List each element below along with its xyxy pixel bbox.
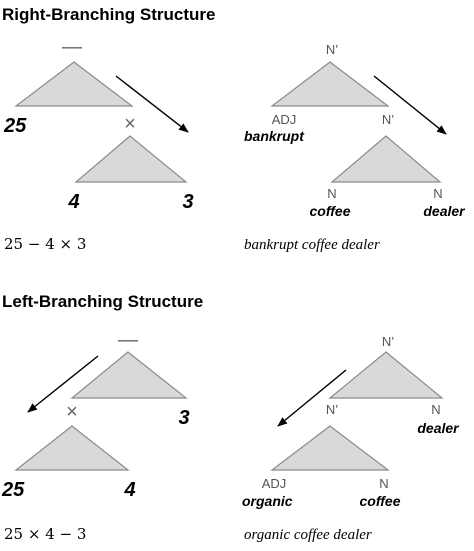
right-lang-arrow [373, 75, 447, 135]
right-math-caption: 25 − 4 × 3 [4, 235, 86, 253]
left-math-arrow [27, 355, 99, 413]
right-math-leaf-4: 4 [67, 191, 79, 213]
right-lang-n1-cat: N [327, 186, 336, 201]
left-math-caption: 25 × 4 − 3 [4, 525, 86, 543]
left-math-leaf-4: 4 [123, 479, 135, 501]
left-lang-inner-n-word: coffee [360, 493, 401, 509]
left-math-inner-triangle [14, 425, 130, 471]
right-math-arrow [115, 75, 189, 133]
right-math-top-triangle [14, 61, 134, 107]
right-lang-n1-word: coffee [310, 203, 351, 219]
left-lang-caption: organic coffee dealer [244, 527, 372, 543]
left-lang-adj-word: organic [242, 493, 293, 509]
left-lang-tree: N’ N’ N dealer ADJ organic N coffee orga… [242, 334, 460, 543]
left-lang-inner-node: N’ [326, 402, 338, 417]
right-lang-n2-word: dealer [423, 203, 466, 219]
right-lang-inner-node: N’ [382, 112, 394, 127]
right-branching-title: Right-Branching Structure [2, 5, 215, 24]
left-lang-inner-triangle [270, 425, 390, 471]
right-math-leaf-3: 3 [182, 191, 193, 213]
left-lang-right-n-cat: N [431, 402, 440, 417]
left-branching-title: Left-Branching Structure [2, 292, 203, 311]
left-math-leaf-25: 25 [1, 479, 25, 501]
right-math-top-operator: — [62, 36, 82, 58]
right-math-inner-operator: × [124, 113, 136, 135]
right-lang-tree: N’ ADJ bankrupt N’ N coffee N dealer ban… [244, 42, 466, 253]
left-lang-arrow [277, 369, 347, 427]
left-math-inner-operator: × [66, 401, 78, 423]
left-math-tree: — × 3 25 4 25 × 4 − 3 [1, 329, 190, 543]
right-lang-inner-triangle [330, 135, 442, 183]
left-math-leaf-3: 3 [178, 407, 189, 429]
left-lang-inner-n-cat: N [379, 476, 388, 491]
right-lang-caption: bankrupt coffee dealer [244, 237, 380, 253]
right-math-leaf-25: 25 [3, 115, 27, 137]
left-lang-top-triangle [328, 351, 444, 399]
right-math-inner-triangle [74, 135, 188, 183]
left-lang-adj-cat: ADJ [262, 476, 287, 491]
left-lang-right-n-word: dealer [417, 420, 460, 436]
left-math-top-triangle [70, 351, 188, 399]
right-lang-n2-cat: N [433, 186, 442, 201]
left-lang-top-node: N’ [382, 334, 394, 349]
right-math-tree: — 25 × 4 3 25 − 4 × 3 [3, 36, 194, 253]
right-lang-top-node: N’ [326, 42, 338, 57]
right-lang-adj-word: bankrupt [244, 128, 305, 144]
right-lang-top-triangle [270, 61, 390, 107]
left-math-top-operator: — [118, 329, 138, 351]
right-lang-adj-cat: ADJ [272, 112, 297, 127]
